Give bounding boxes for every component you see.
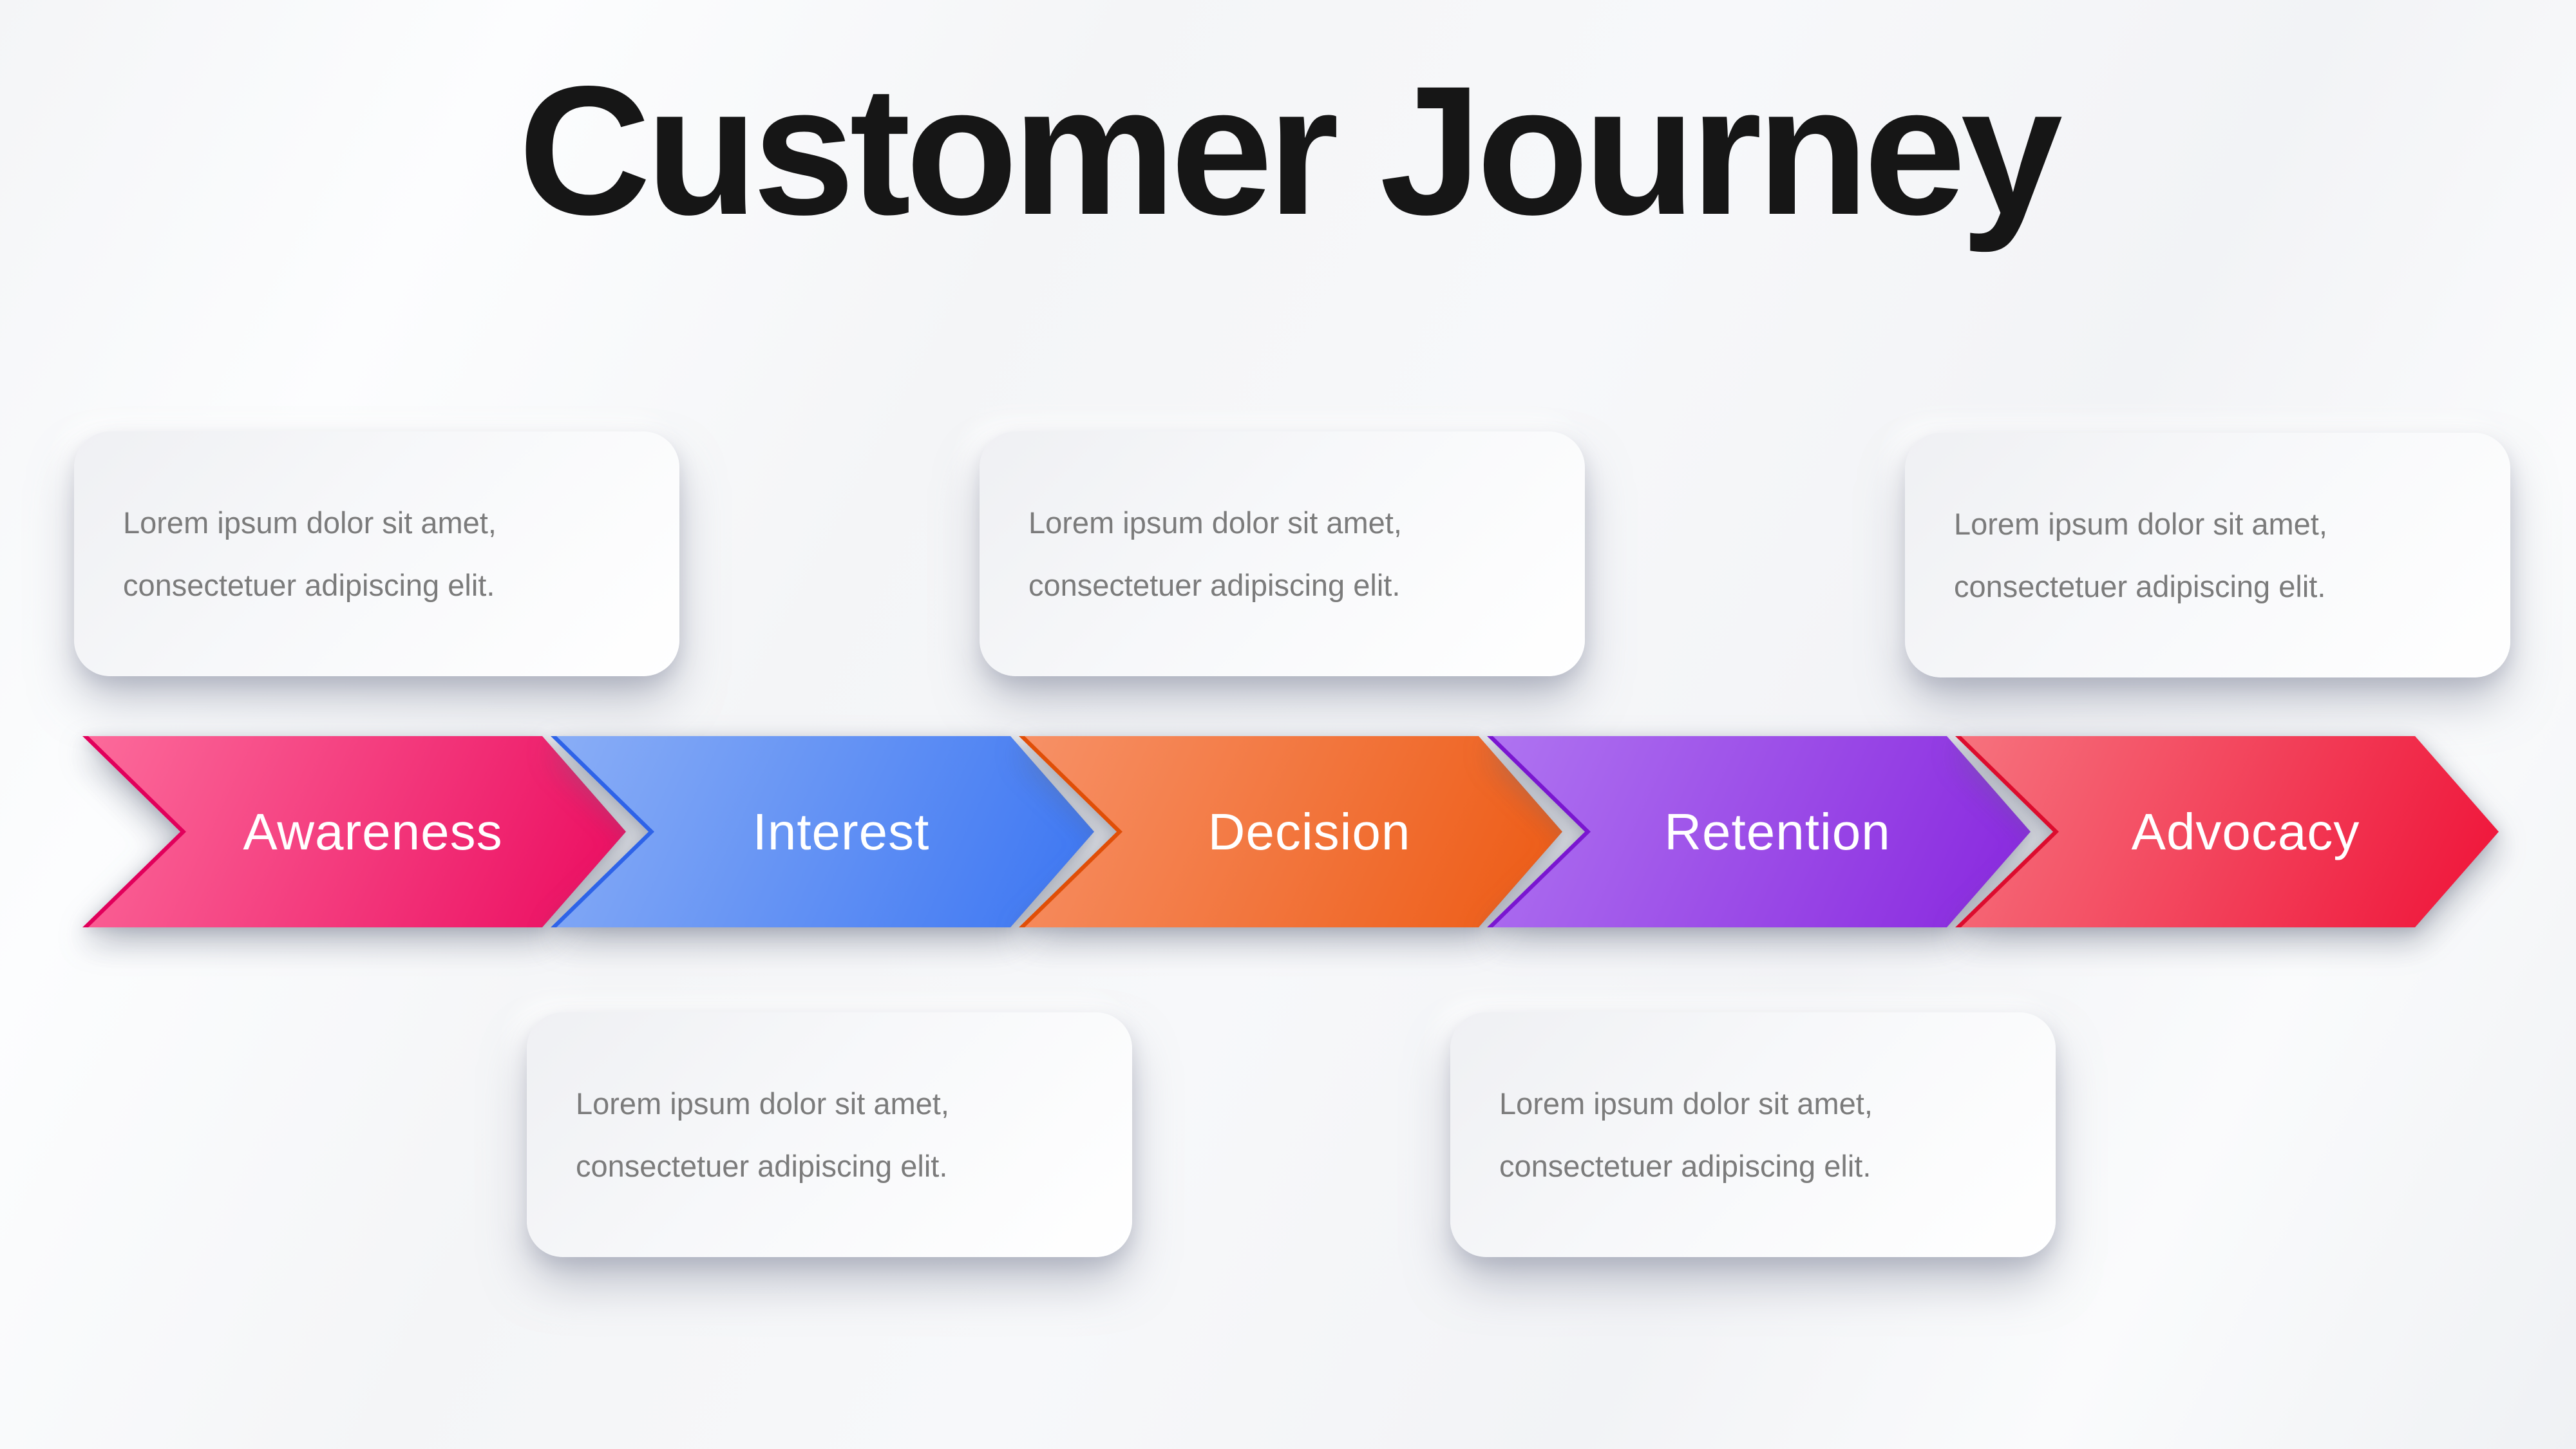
note-card-line: consectetuer adipiscing elit. bbox=[1499, 1149, 1871, 1183]
stage-arrow-advocacy: Advocacy bbox=[1955, 736, 2499, 927]
note-card-top-advocacy: Lorem ipsum dolor sit amet, consectetuer… bbox=[1905, 433, 2510, 677]
note-card-line: Lorem ipsum dolor sit amet, bbox=[1028, 506, 1402, 540]
chevron-shape: Retention bbox=[1487, 736, 2031, 927]
note-card-line: consectetuer adipiscing elit. bbox=[123, 568, 495, 602]
note-card-line: Lorem ipsum dolor sit amet, bbox=[576, 1086, 949, 1121]
chevron-shape: Interest bbox=[551, 736, 1094, 927]
chevron-shape: Awareness bbox=[82, 736, 626, 927]
note-card-bottom-interest: Lorem ipsum dolor sit amet, consectetuer… bbox=[527, 1012, 1132, 1257]
page-title: Customer Journey bbox=[518, 48, 2063, 253]
stage-arrow-retention: Retention bbox=[1487, 736, 2031, 927]
chevron-shape: Decision bbox=[1019, 736, 1562, 927]
stage-label: Advocacy bbox=[2131, 802, 2360, 860]
note-card-line: consectetuer adipiscing elit. bbox=[1954, 569, 2326, 603]
stage-arrow-decision: Decision bbox=[1019, 736, 1562, 927]
stage-label: Decision bbox=[1208, 802, 1411, 860]
stage-arrow-awareness: Awareness bbox=[82, 736, 626, 927]
note-card-line: Lorem ipsum dolor sit amet, bbox=[1499, 1086, 1873, 1121]
note-card-line: consectetuer adipiscing elit. bbox=[1028, 568, 1401, 602]
stage-label: Retention bbox=[1664, 802, 1891, 860]
note-card-top-decision: Lorem ipsum dolor sit amet, consectetuer… bbox=[980, 431, 1585, 676]
note-card-top-awareness: Lorem ipsum dolor sit amet, consectetuer… bbox=[74, 431, 679, 676]
note-card-bottom-retention: Lorem ipsum dolor sit amet, consectetuer… bbox=[1450, 1012, 2056, 1257]
note-card-line: Lorem ipsum dolor sit amet, bbox=[123, 506, 497, 540]
stage-label: Interest bbox=[752, 802, 930, 860]
stage-label: Awareness bbox=[243, 802, 503, 860]
note-card-line: consectetuer adipiscing elit. bbox=[576, 1149, 948, 1183]
chevron-shape: Advocacy bbox=[1955, 736, 2499, 927]
note-card-line: Lorem ipsum dolor sit amet, bbox=[1954, 507, 2327, 541]
stage-arrow-interest: Interest bbox=[551, 736, 1094, 927]
